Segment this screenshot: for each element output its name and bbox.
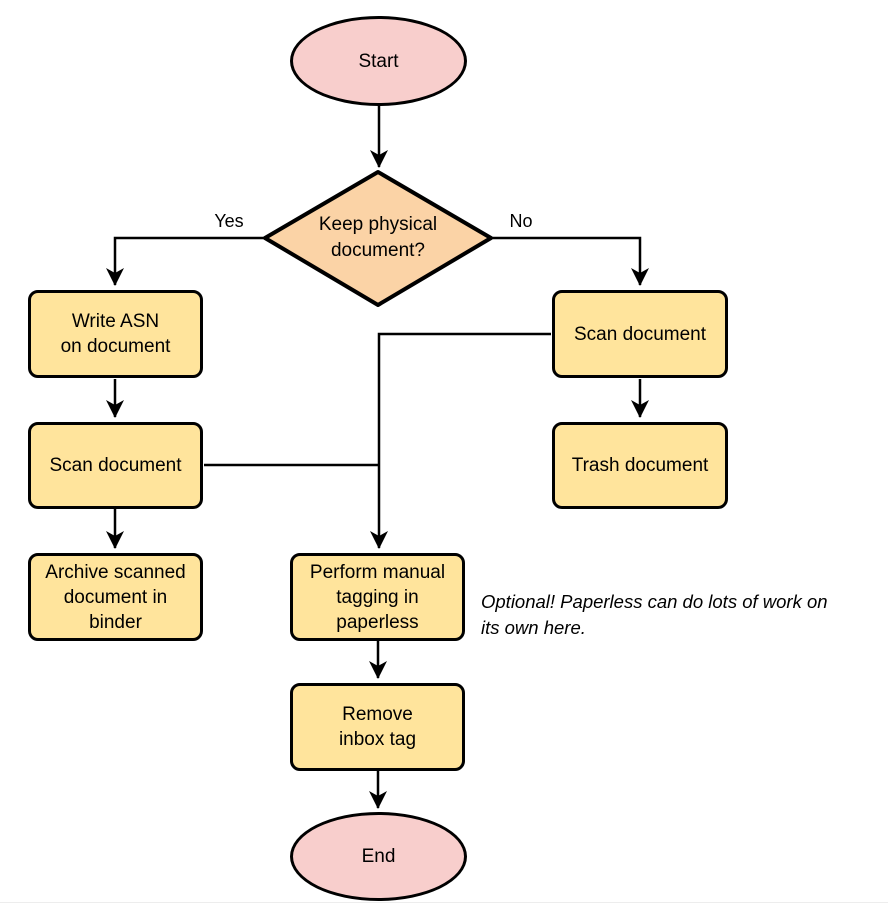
remove-inbox-tag-node: Remove inbox tag	[290, 683, 465, 771]
trash-document-node: Trash document	[552, 422, 728, 509]
edge-decision-no-to-scan-right	[492, 236, 649, 286]
edge-label-yes: Yes	[214, 211, 244, 231]
bottom-divider	[0, 902, 888, 903]
decision-node-label: Keep physical document?	[318, 214, 438, 261]
manual-tagging-node: Perform manual tagging in paperless	[290, 553, 465, 641]
edge-decision-yes-to-write-asn	[106, 236, 264, 286]
optional-note-text: Optional! Paperless can do lots of work …	[481, 591, 828, 638]
scan-document-right-node: Scan document	[552, 290, 728, 378]
start-node: Start	[290, 16, 467, 106]
write-asn-node: Write ASN on document	[28, 290, 203, 378]
end-node: End	[290, 812, 467, 901]
edge-label-no: No	[509, 211, 533, 231]
edge-scan-right-to-tagging	[370, 332, 551, 549]
archive-document-node: Archive scanned document in binder	[28, 553, 203, 641]
scan-document-left-node: Scan document	[28, 422, 203, 509]
